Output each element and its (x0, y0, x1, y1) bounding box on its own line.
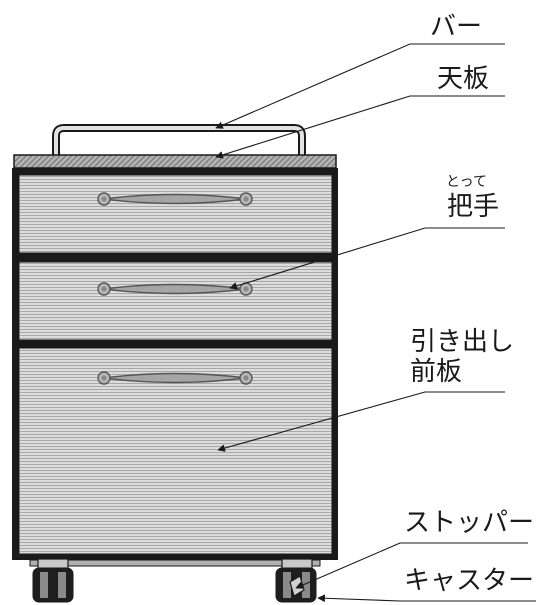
drawer-3 (18, 347, 333, 555)
drawer-2 (18, 261, 333, 341)
leader-lines (215, 43, 536, 603)
top-board (13, 154, 337, 169)
left-caster (32, 558, 74, 603)
right-caster (275, 558, 317, 603)
leader-handle (229, 227, 505, 290)
label-caster: キャスター (404, 566, 535, 596)
drawer-3-handle (97, 371, 253, 385)
drawer-1 (18, 174, 333, 254)
label-stopper: ストッパー (404, 508, 535, 538)
leader-bar (215, 43, 505, 129)
drawer-1-handle (97, 192, 253, 206)
drawer-2-handle (97, 282, 253, 296)
label-top-board: 天板 (437, 64, 490, 94)
cabinet-base (29, 559, 321, 567)
label-handle-ruby: とって (446, 174, 487, 190)
label-bar: バー (430, 12, 483, 42)
top-bar (52, 124, 306, 156)
leader-stopper (295, 542, 528, 589)
label-drawer-front-line2: 前板 (410, 357, 463, 387)
leader-top-board (215, 95, 505, 159)
label-drawer-front-line1: 引き出し (410, 327, 515, 357)
leader-drawer-front (217, 391, 505, 452)
leader-caster (317, 594, 536, 603)
label-handle: 把手 (447, 192, 500, 222)
